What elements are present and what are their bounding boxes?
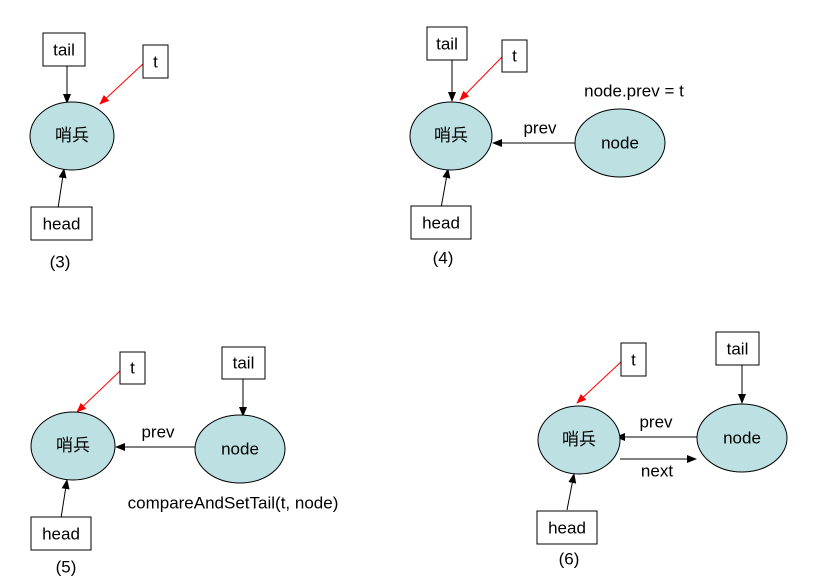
head-label: head	[422, 214, 460, 233]
head-box: head	[410, 205, 472, 240]
sentinel-node: 哨兵	[409, 101, 493, 171]
head-box: head	[536, 510, 598, 545]
step-note: compareAndSetTail(t, node)	[128, 494, 339, 513]
t-label: t	[512, 47, 517, 66]
tail-label: tail	[53, 41, 75, 60]
new-node: node	[696, 403, 788, 473]
t-box: t	[620, 342, 647, 377]
head-box: head	[30, 516, 92, 551]
sentinel-node: 哨兵	[29, 101, 115, 171]
sentinel-label: 哨兵	[434, 126, 468, 146]
panel-step-6: t tail 哨兵 prev next node head (6)	[536, 331, 788, 569]
tail-box: tail	[426, 26, 468, 61]
head-label: head	[548, 519, 586, 538]
t-label: t	[631, 351, 636, 370]
node-label: node	[221, 440, 259, 459]
t-label: t	[153, 53, 158, 72]
prev-label: prev	[141, 423, 175, 442]
tail-box: tail	[715, 331, 760, 366]
head-to-sentinel-arrow	[566, 473, 577, 511]
step-caption: (4)	[433, 249, 454, 268]
t-to-sentinel-arrow	[459, 56, 503, 101]
t-box: t	[142, 44, 169, 79]
sentinel-label: 哨兵	[562, 430, 596, 450]
head-label: head	[42, 525, 80, 544]
head-label: head	[43, 215, 81, 234]
tail-box: tail	[221, 346, 266, 380]
tail-label: tail	[233, 354, 255, 373]
node-label: node	[601, 134, 639, 153]
head-to-sentinel-arrow	[440, 168, 451, 209]
panel-step-4: tail t node.prev = t 哨兵 prev node head (…	[409, 26, 684, 268]
step-caption: (6)	[559, 550, 580, 569]
prev-label: prev	[639, 413, 673, 432]
head-to-sentinel-arrow	[57, 168, 67, 209]
new-node: node	[194, 414, 286, 484]
next-label: next	[641, 462, 673, 481]
step-note: node.prev = t	[584, 82, 684, 101]
prev-label: prev	[523, 119, 557, 138]
t-box: t	[501, 39, 528, 73]
sentinel-node: 哨兵	[30, 411, 116, 481]
panel-step-3: tail t 哨兵 head (3)	[29, 32, 169, 272]
t-to-sentinel-arrow	[99, 62, 145, 105]
t-to-sentinel-arrow	[576, 360, 623, 404]
tail-box: tail	[42, 32, 86, 67]
node-label: node	[723, 429, 761, 448]
t-to-sentinel-arrow	[76, 370, 121, 413]
sentinel-node: 哨兵	[537, 405, 621, 475]
head-box: head	[30, 206, 93, 241]
tail-label: tail	[727, 340, 749, 359]
t-box: t	[119, 351, 146, 385]
head-to-sentinel-arrow	[60, 479, 70, 519]
sentinel-label: 哨兵	[55, 126, 89, 146]
new-node: node	[574, 108, 666, 178]
panel-step-5: t tail 哨兵 prev node compareAndSetTail(t,…	[30, 346, 339, 577]
step-caption: (5)	[56, 558, 77, 577]
t-label: t	[130, 359, 135, 378]
step-caption: (3)	[50, 253, 71, 272]
tail-label: tail	[436, 35, 458, 54]
sentinel-label: 哨兵	[56, 436, 90, 456]
